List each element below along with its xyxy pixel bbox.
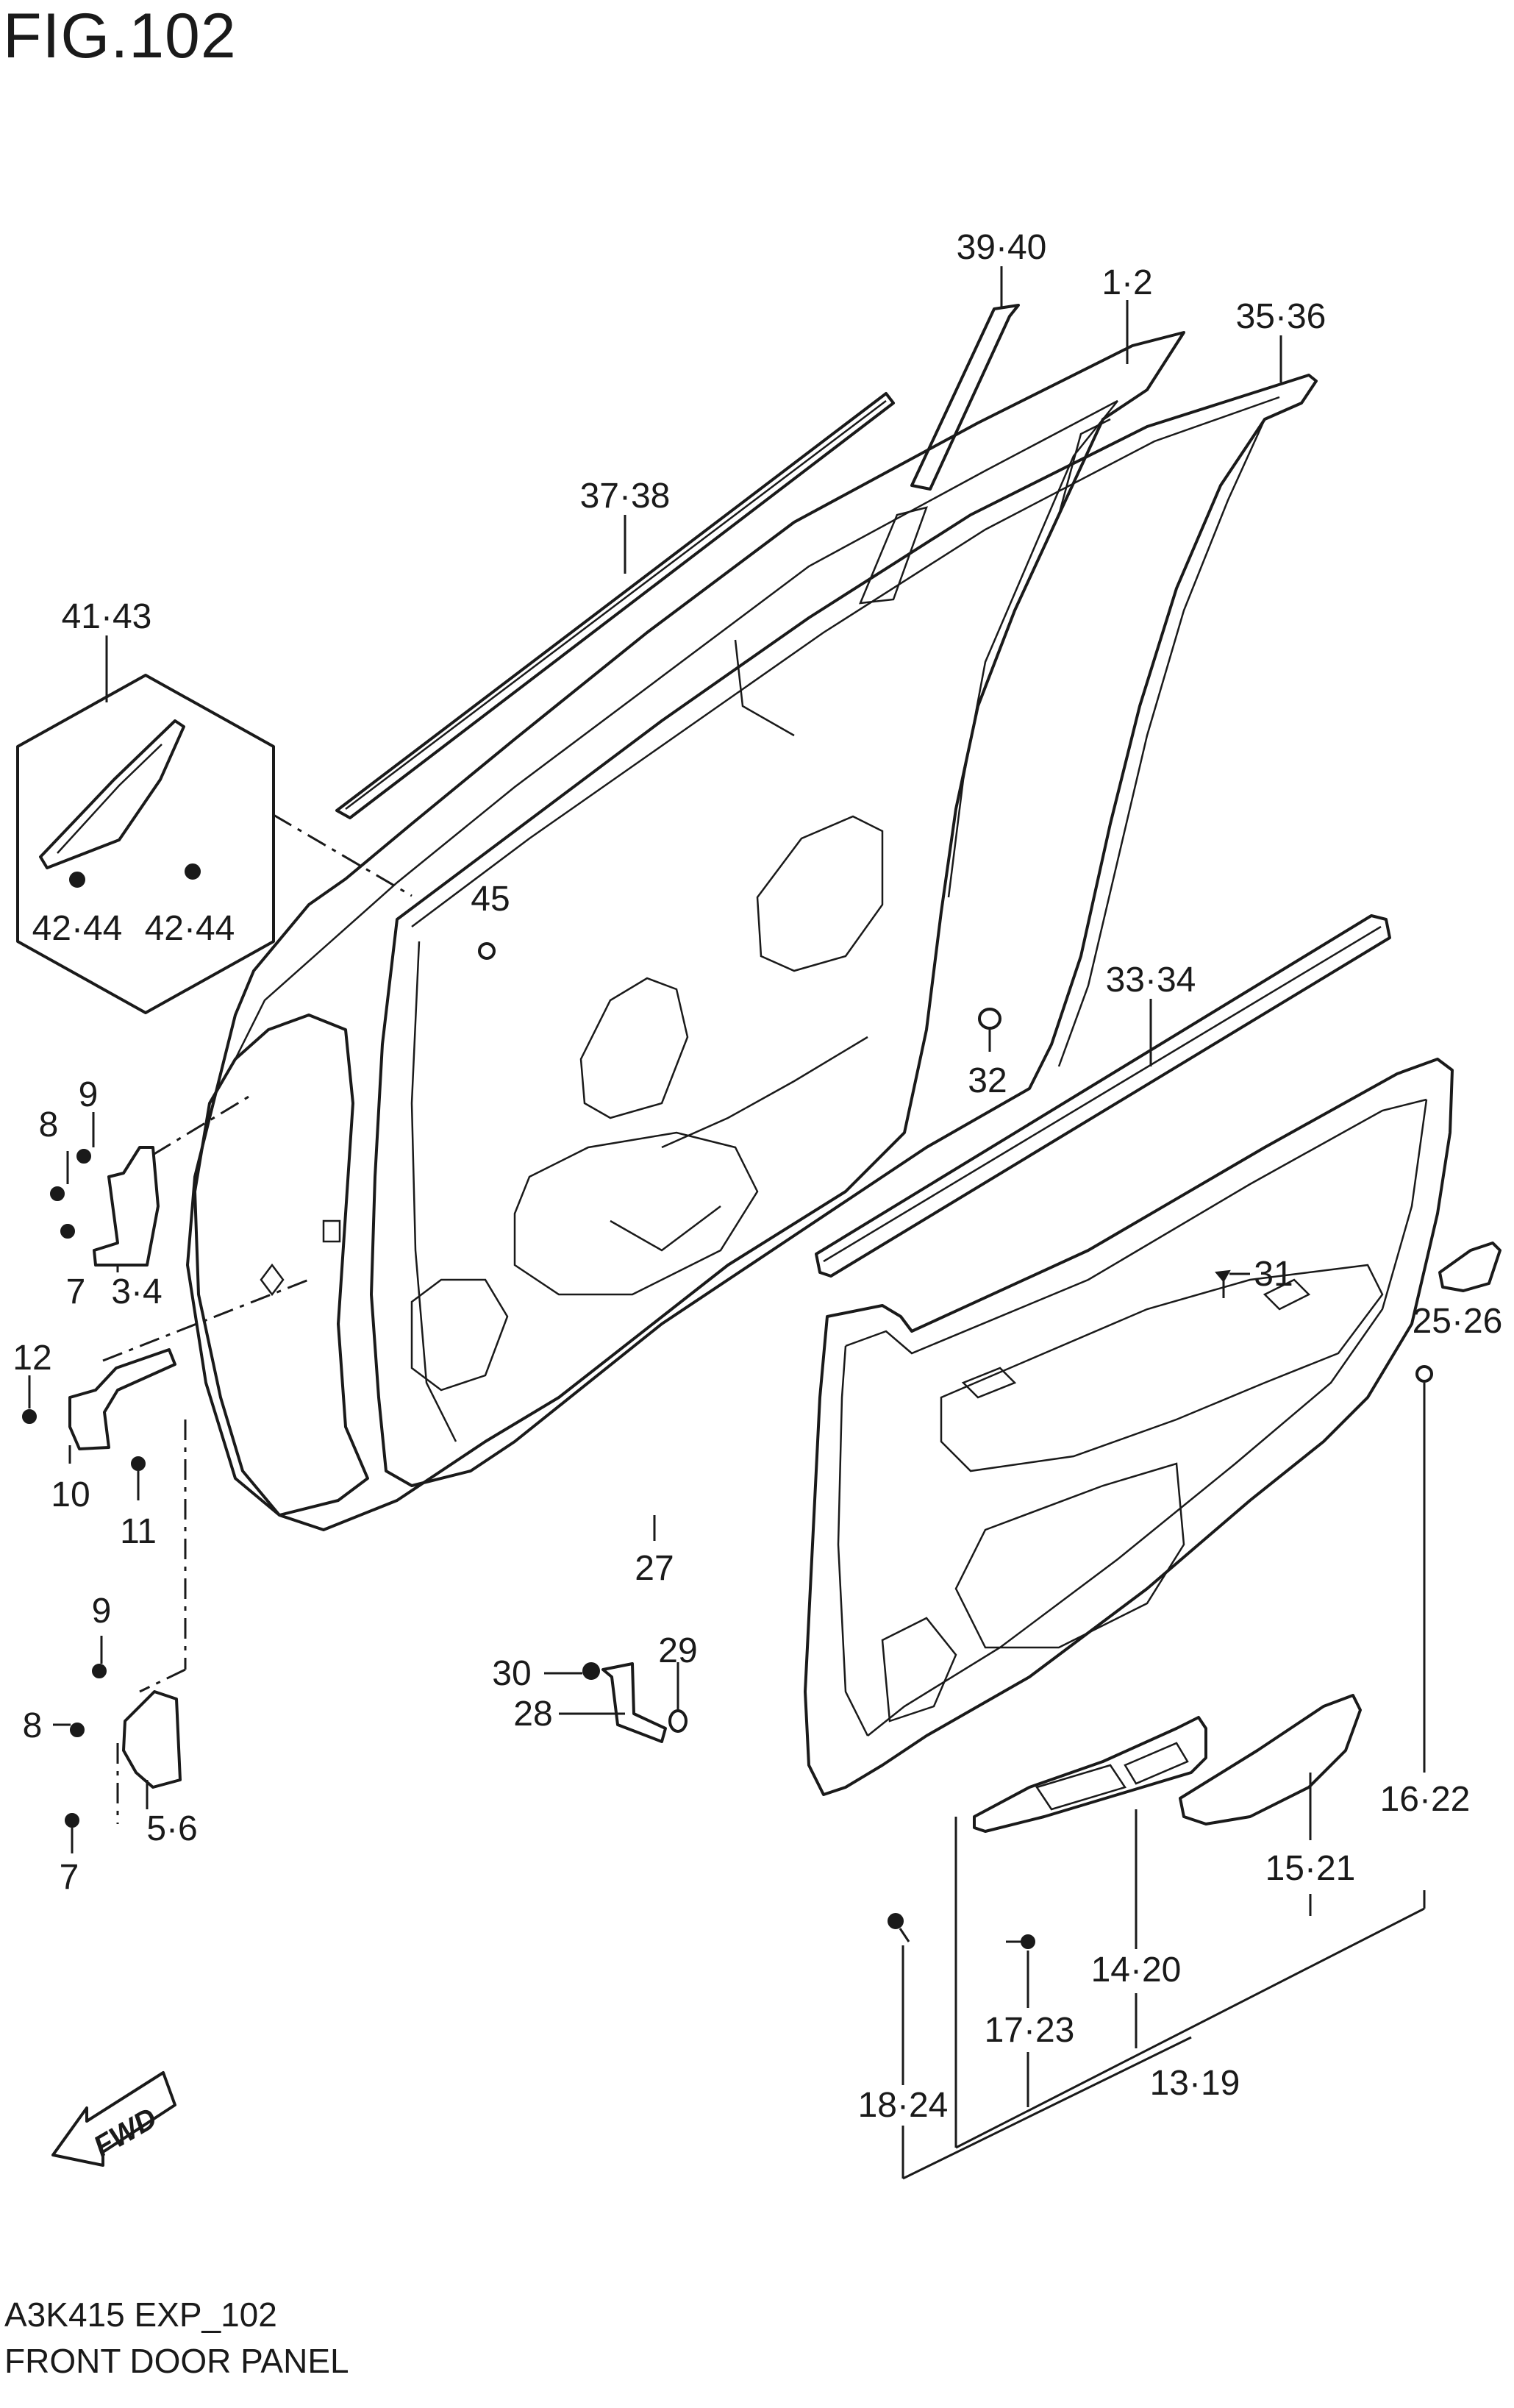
door-outer-panel xyxy=(186,331,1185,1531)
callout-17-23: 17·23 xyxy=(985,2011,1075,2050)
callout-39-40: 39·40 xyxy=(957,228,1047,267)
bolt-30 xyxy=(582,1662,600,1680)
callout-9-upper: 9 xyxy=(79,1075,99,1114)
callout-42-44-left: 42·44 xyxy=(32,909,123,948)
upper-hinge xyxy=(50,1146,160,1267)
callout-10: 10 xyxy=(51,1475,90,1514)
callout-31: 31 xyxy=(1254,1255,1293,1294)
window-switch-panel xyxy=(973,1716,1207,1833)
callout-7-upper: 7 xyxy=(66,1272,86,1311)
callout-28: 28 xyxy=(513,1695,552,1734)
trim-bracket-25-26 xyxy=(1438,1242,1501,1292)
callout-3-4: 3·4 xyxy=(111,1272,162,1311)
callout-9-lower: 9 xyxy=(92,1592,112,1631)
callout-15-21: 15·21 xyxy=(1265,1849,1356,1888)
figure-title: FIG.102 xyxy=(3,1,237,71)
callout-25-26: 25·26 xyxy=(1413,1302,1503,1341)
callout-41-43: 41·43 xyxy=(62,597,152,636)
callout-5-6: 5·6 xyxy=(146,1809,197,1848)
door-hinge-pillar xyxy=(193,1014,369,1517)
callout-14-20: 14·20 xyxy=(1091,1951,1182,1990)
callout-45: 45 xyxy=(471,880,510,919)
callout-29: 29 xyxy=(658,1631,697,1670)
callout-11: 11 xyxy=(120,1512,157,1551)
callout-37-38: 37·38 xyxy=(580,477,671,516)
callout-27: 27 xyxy=(635,1549,674,1588)
sash-strip xyxy=(910,304,1020,491)
door-belt-weatherstrip xyxy=(815,914,1391,1278)
callout-32: 32 xyxy=(968,1061,1007,1100)
grommet-32 xyxy=(978,1008,1001,1030)
callout-8-lower: 8 xyxy=(23,1706,43,1745)
bracket-28 xyxy=(601,1662,667,1743)
screw-18-24 xyxy=(888,1913,910,1942)
callout-33-34: 33·34 xyxy=(1106,961,1196,1000)
screw-31 xyxy=(1215,1269,1231,1298)
armrest-cover xyxy=(1179,1694,1362,1825)
callout-16-22: 16·22 xyxy=(1380,1780,1471,1819)
detail-box-41-43 xyxy=(16,674,275,1014)
callout-13-19: 13·19 xyxy=(1150,2064,1240,2103)
lower-hinge xyxy=(65,1664,182,1828)
callout-labels: 39·40 1·2 35·36 37·38 41·43 42·44 42·44 … xyxy=(13,228,1502,2125)
callout-7-lower: 7 xyxy=(60,1858,79,1897)
callout-30: 30 xyxy=(492,1654,531,1693)
callout-18-24: 18·24 xyxy=(858,2086,949,2125)
door-inner-panel xyxy=(370,374,1318,1487)
door-check xyxy=(22,1348,176,1471)
fwd-direction-arrow: FWD xyxy=(51,2071,176,2167)
door-trim-panel xyxy=(804,1058,1454,1796)
callout-42-44-right: 42·44 xyxy=(145,909,235,948)
figure-name: FRONT DOOR PANEL xyxy=(4,2342,349,2380)
leader-lines xyxy=(28,266,1426,2180)
clip-29 xyxy=(668,1709,688,1733)
belt-moulding-outer xyxy=(335,392,895,819)
screw-45 xyxy=(478,942,496,960)
clip-16-22 xyxy=(1415,1365,1433,1383)
callout-12: 12 xyxy=(13,1339,51,1378)
callout-1-2: 1·2 xyxy=(1101,263,1152,302)
figure-code: A3K415 EXP_102 xyxy=(4,2295,277,2334)
callout-35-36: 35·36 xyxy=(1236,297,1326,336)
screw-17-23 xyxy=(1006,1934,1035,1949)
callout-8-upper: 8 xyxy=(39,1105,59,1144)
